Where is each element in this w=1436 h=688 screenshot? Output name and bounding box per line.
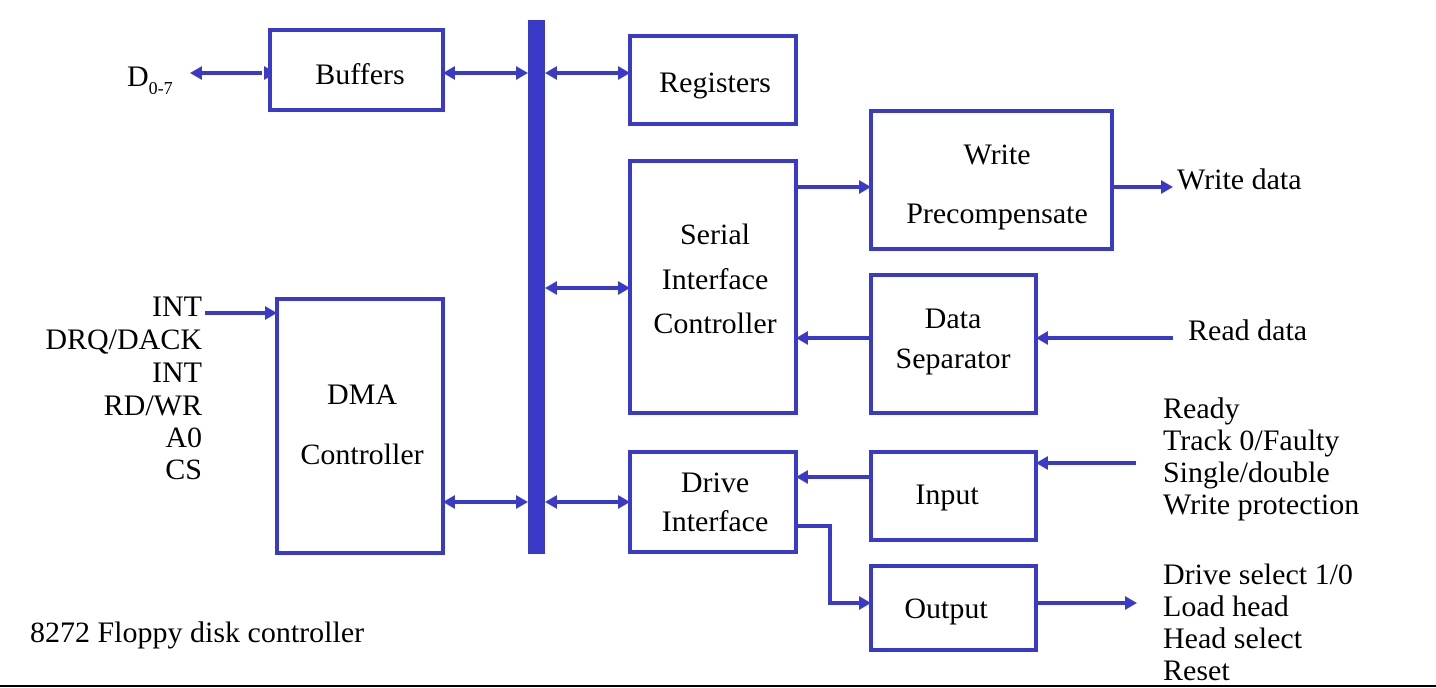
input-signal: Ready bbox=[1163, 392, 1240, 425]
drive-output-arrow bbox=[859, 596, 871, 610]
drive-interface-label-line-2: Interface bbox=[662, 505, 769, 538]
serial-interface-box bbox=[628, 159, 798, 415]
drive-bus-arrow-left bbox=[545, 495, 557, 509]
serial-bus-arrow-left bbox=[545, 281, 557, 295]
buffers-box bbox=[268, 28, 445, 112]
data-bus-label-subscript: 0-7 bbox=[149, 78, 173, 98]
input-lines-arrow bbox=[1036, 456, 1048, 470]
output-signal: Load head bbox=[1163, 590, 1289, 623]
buffers-bus-arrow-left bbox=[443, 66, 455, 80]
drive-interface-block: Drive Interface bbox=[628, 450, 798, 554]
output-lines-arrow bbox=[1125, 596, 1137, 610]
input-signal: Write protection bbox=[1163, 488, 1359, 521]
data-separator-block: Data Separator bbox=[869, 273, 1038, 415]
serial-interface-block: Serial Interface Controller bbox=[628, 159, 798, 415]
input-block: Input bbox=[869, 450, 1038, 542]
serial-interface-label-line-1: Serial bbox=[680, 218, 750, 251]
serial-interface-label-line-2: Interface bbox=[662, 263, 769, 296]
dma-controller-label-line-1: DMA bbox=[327, 378, 397, 411]
dma-signal: A0 bbox=[165, 421, 202, 454]
dma-signal: INT bbox=[152, 290, 202, 323]
dma-controller-block: DMA Controller bbox=[275, 297, 445, 555]
write-precompensate-label-line-2: Precompensate bbox=[906, 197, 1088, 230]
registers-bus-arrow-right bbox=[618, 66, 630, 80]
write-precompensate-box bbox=[869, 109, 1114, 251]
write-data-label: Write data bbox=[1177, 163, 1302, 196]
output-signal: Head select bbox=[1163, 622, 1303, 655]
input-label: Input bbox=[915, 478, 979, 511]
output-box bbox=[869, 564, 1038, 652]
connection-lines bbox=[190, 66, 1173, 610]
drive-output-wire bbox=[796, 524, 860, 605]
output-signal-list: Drive select 1/0 Load head Head select R… bbox=[1163, 558, 1353, 687]
diagram-caption: 8272 Floppy disk controller bbox=[30, 616, 364, 649]
write-data-arrow bbox=[1161, 180, 1173, 194]
separator-serial-arrow bbox=[796, 331, 808, 345]
buffers-block: Buffers bbox=[268, 28, 445, 112]
input-box bbox=[869, 450, 1038, 542]
data-bus-label-base: D bbox=[127, 60, 149, 93]
dma-bus-arrow-right bbox=[516, 495, 528, 509]
registers-bus-arrow-left bbox=[545, 66, 557, 80]
read-data-arrow bbox=[1036, 331, 1048, 345]
write-precompensate-block: Write Precompensate bbox=[869, 109, 1114, 251]
serial-write-arrow bbox=[859, 180, 871, 194]
output-signal: Reset bbox=[1163, 654, 1230, 687]
write-precompensate-label-line-1: Write bbox=[963, 138, 1030, 171]
dma-signal-list: INT DRQ/DACK INT RD/WR A0 CS bbox=[45, 290, 202, 486]
dma-signal: INT bbox=[152, 356, 202, 389]
dma-controller-label-line-2: Controller bbox=[300, 438, 423, 471]
serial-bus-arrow-right bbox=[618, 281, 630, 295]
int-dma-arrow bbox=[265, 306, 277, 320]
buffers-label: Buffers bbox=[315, 58, 404, 91]
serial-interface-label-line-3: Controller bbox=[653, 307, 776, 340]
dma-signal: DRQ/DACK bbox=[45, 323, 202, 356]
input-signal-list: Ready Track 0/Faulty Single/double Write… bbox=[1163, 392, 1359, 521]
data-separator-label-line-2: Separator bbox=[896, 342, 1011, 375]
dma-signal: CS bbox=[165, 453, 202, 486]
registers-label: Registers bbox=[659, 66, 771, 99]
data-separator-box bbox=[869, 273, 1038, 415]
drive-interface-box bbox=[628, 450, 798, 554]
input-drive-arrow bbox=[796, 470, 808, 484]
input-signal: Track 0/Faulty bbox=[1163, 424, 1339, 457]
dma-signal: RD/WR bbox=[104, 389, 202, 422]
internal-bus bbox=[528, 20, 545, 554]
drive-bus-arrow-right bbox=[618, 495, 630, 509]
registers-block: Registers bbox=[628, 34, 798, 126]
input-signal: Single/double bbox=[1163, 456, 1330, 489]
data-bus-arrow-left bbox=[190, 66, 202, 80]
read-data-label: Read data bbox=[1188, 314, 1307, 347]
output-block: Output bbox=[869, 564, 1038, 652]
drive-interface-label-line-1: Drive bbox=[681, 466, 749, 499]
dma-bus-arrow-left bbox=[443, 495, 455, 509]
buffers-bus-arrow-right bbox=[516, 66, 528, 80]
output-label: Output bbox=[904, 592, 988, 625]
data-bus-label: D0-7 bbox=[127, 60, 173, 98]
output-signal: Drive select 1/0 bbox=[1163, 558, 1353, 591]
data-separator-label-line-1: Data bbox=[925, 302, 982, 335]
dma-controller-box bbox=[275, 297, 445, 555]
registers-box bbox=[628, 34, 798, 126]
